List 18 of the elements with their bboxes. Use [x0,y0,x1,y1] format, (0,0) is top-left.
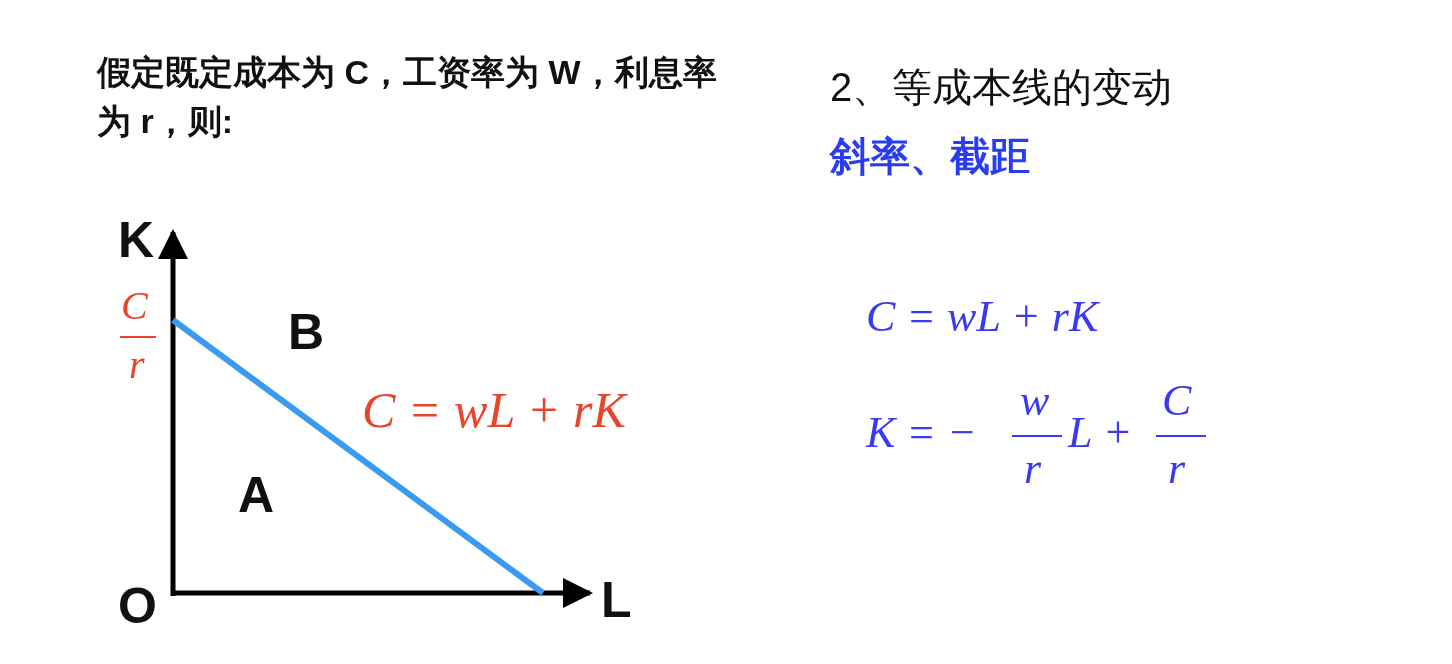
intercept-label: r [129,342,145,388]
region-label: A [238,467,275,525]
equation-text: K = − [866,408,977,459]
origin-label: O [118,578,157,636]
equation-text: L + [1068,408,1133,459]
equation-text: C = wL + rK [362,382,626,440]
fraction-numerator: C [1162,376,1192,427]
axis-label: L [601,572,632,630]
fraction-denominator: r [1024,444,1042,495]
section-subheading: 斜率、截距 [830,133,1030,179]
equation-text: C = wL + rK [866,292,1099,343]
intercept-label: C [121,283,148,329]
section-heading: 2、等成本线的变动 [830,64,1173,110]
region-label: B [288,304,325,362]
fraction-numerator: w [1020,376,1050,427]
intro-text: 假定既定成本为 C，工资率为 W，利息率为 r，则: [97,52,718,143]
axis-label: K [118,212,155,270]
fraction-denominator: r [1168,444,1186,495]
